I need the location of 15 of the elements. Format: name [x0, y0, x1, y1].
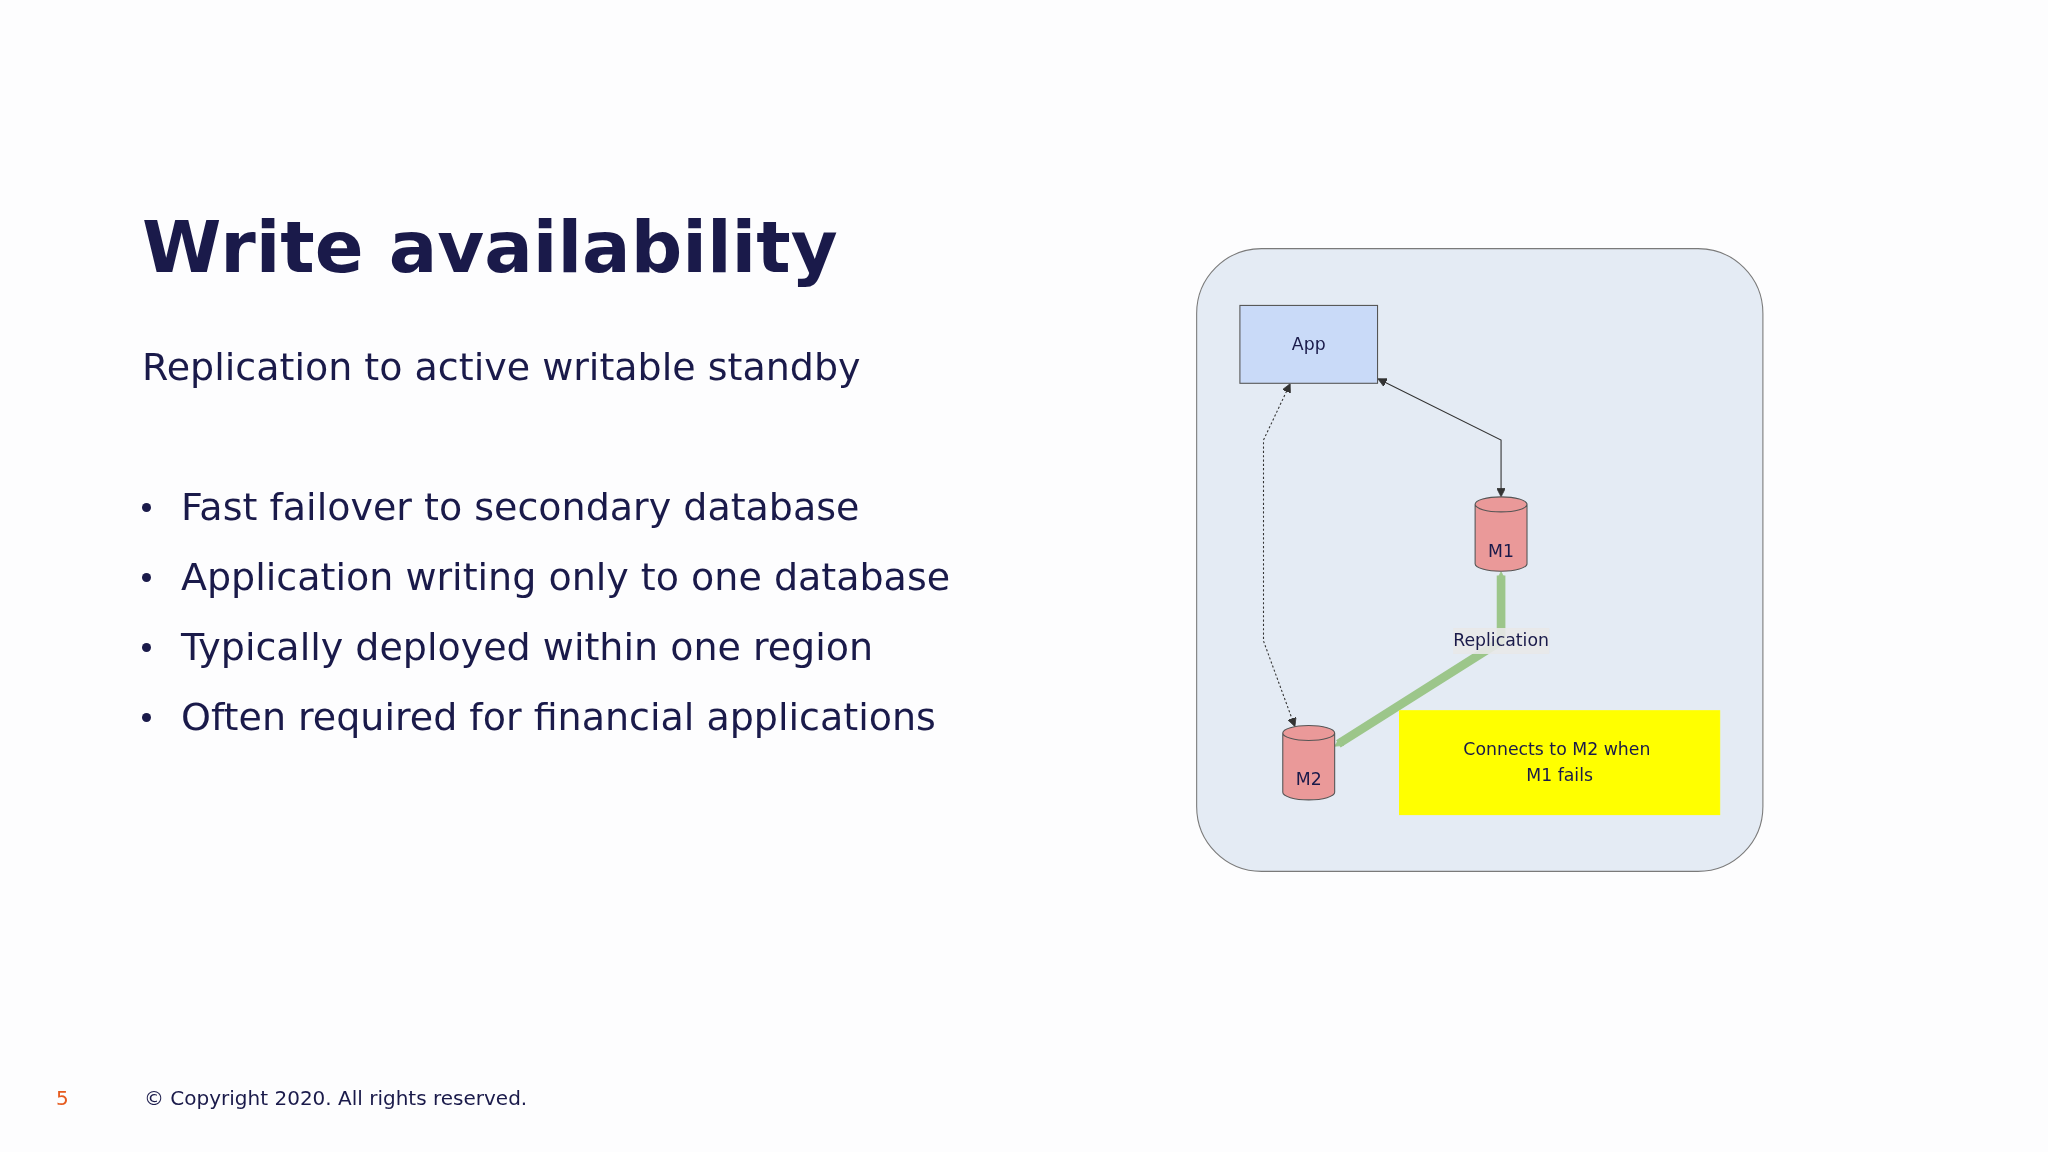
bullet-text: Often required for financial applications [181, 695, 936, 739]
bullet-text: Typically deployed within one region [181, 625, 874, 669]
node-box: App [1239, 304, 1379, 384]
page-number: 5 [56, 1086, 69, 1110]
bullet-text: Application writing only to one database [181, 555, 951, 599]
arrow [1377, 378, 1507, 498]
arrow [1334, 571, 1507, 748]
arrow [1263, 383, 1297, 728]
node-box: Connects to M2 when M1 fails [1399, 710, 1721, 816]
subtitle: Replication to active writable standby [142, 345, 861, 389]
edge-label: Replication [1453, 630, 1550, 651]
cluster [1196, 248, 1764, 872]
slide-title: Write availability [142, 205, 838, 289]
bullet-text: Fast failover to secondary database [181, 485, 860, 529]
copyright-notice: © Copyright 2020. All rights reserved. [144, 1086, 528, 1110]
